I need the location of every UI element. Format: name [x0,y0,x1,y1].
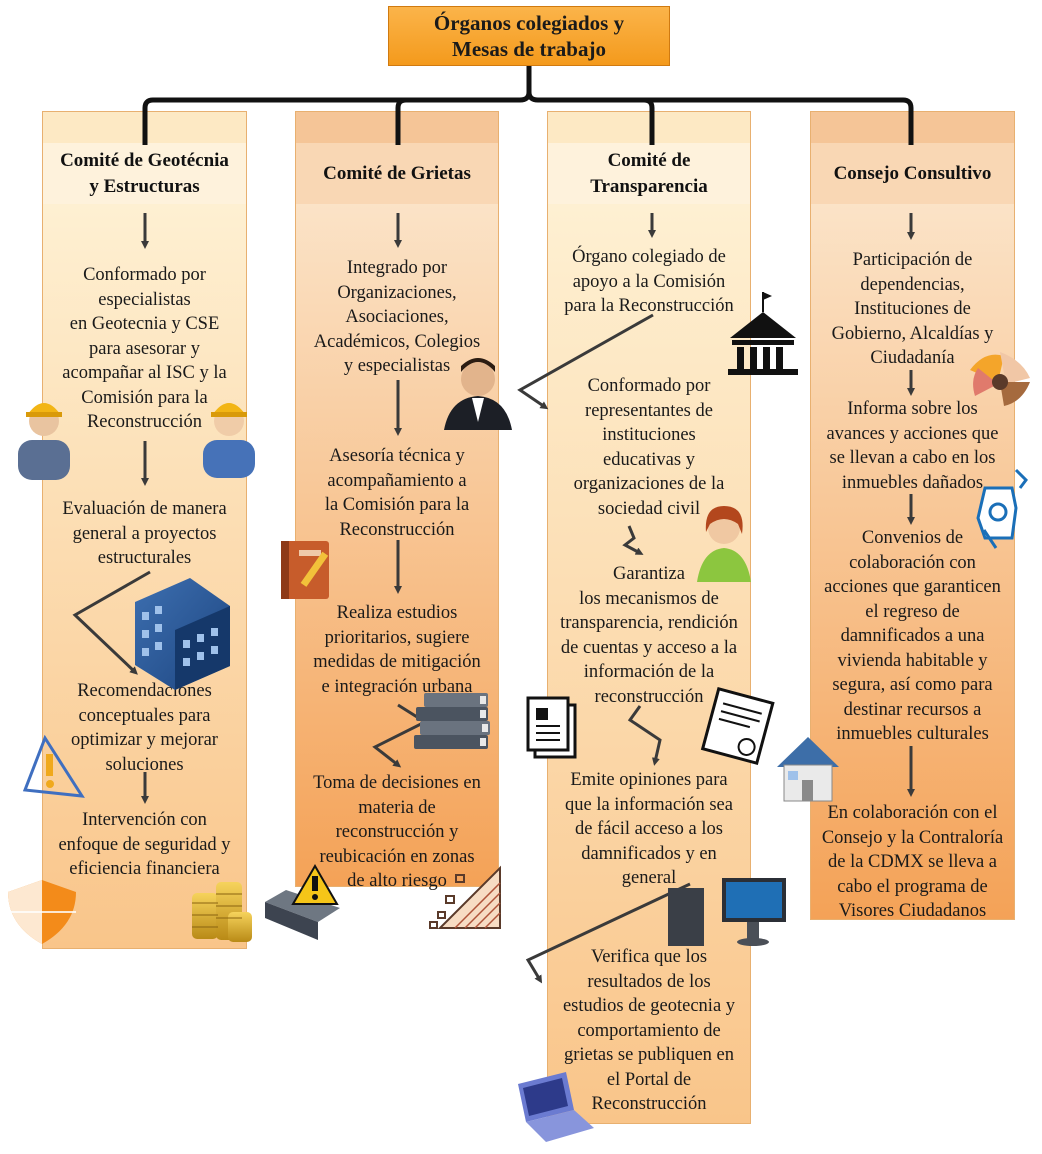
certificate-icon [700,686,775,765]
diagram-title: Órganos colegiados y Mesas de trabajo [388,6,670,66]
house-icon [777,737,839,802]
document-icon [526,696,577,759]
column-geotecnia: Comité de Geotécnia y Estructuras [42,111,247,949]
warning-book-icon [265,864,340,940]
desktop-computer-icon [668,878,786,946]
gold-coins-icon [192,882,252,942]
column-body [811,204,1014,919]
column-heading: Consejo Consultivo [811,143,1014,204]
warning-sign-icon [22,734,85,798]
worker-man-icon [18,403,70,480]
column-transparencia: Comité de Transparencia [547,111,751,1124]
laptop-icon [518,1072,594,1142]
column-consejo: Consejo Consultivo [810,111,1015,920]
building-icon [135,578,230,690]
column-heading: Comité de Grietas [296,143,498,204]
rock-slide-icon [429,865,501,929]
flow-arrows [141,213,915,804]
column-heading: Comité de Geotécnia y Estructuras [43,143,246,204]
title-line-1: Órganos colegiados y [433,11,625,35]
businesswoman-icon [697,506,751,582]
worker-woman-icon [203,403,255,478]
title-line-2: Mesas de trabajo [452,37,606,61]
settings-hand-icon [976,468,1028,549]
notebook-pencil-icon [281,541,329,599]
column-cap [548,112,750,143]
hands-together-icon [970,352,1030,406]
title-bracket [142,66,914,145]
column-body [548,204,750,1123]
shield-icon [8,880,76,944]
column-heading: Comité de Transparencia [548,143,750,204]
businessman-icon [444,358,512,430]
government-building-icon [728,292,798,375]
stacked-books-icon [414,693,490,749]
curved-connectors [72,313,691,984]
